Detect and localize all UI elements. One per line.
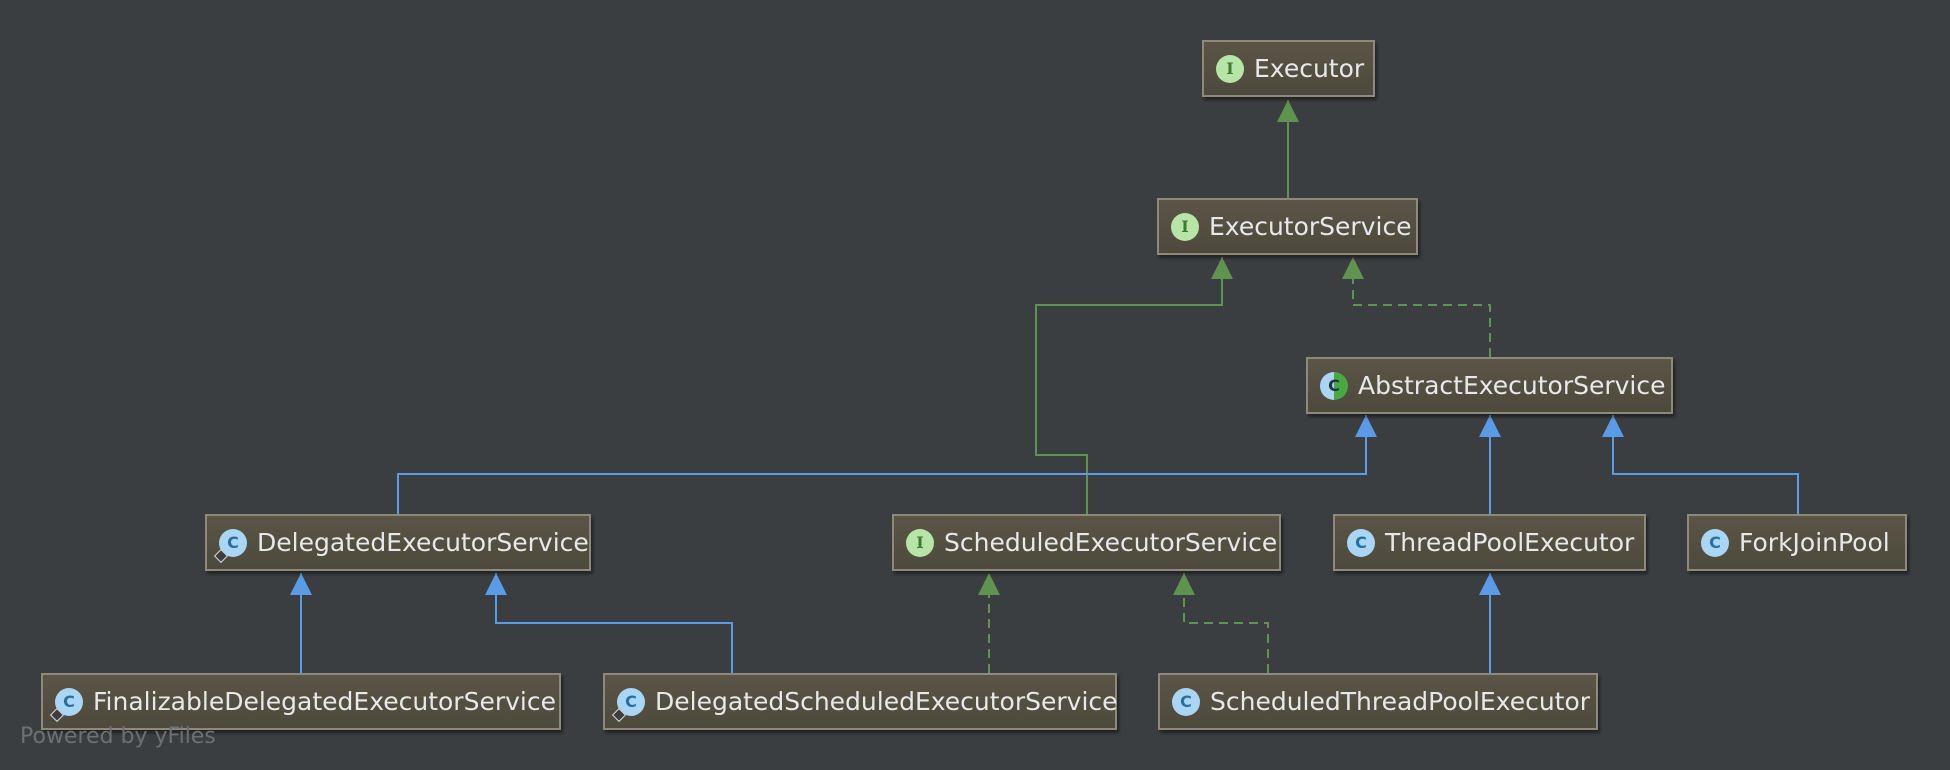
class-icon: C: [1347, 528, 1375, 557]
powered-by-footer: Powered by yFiles: [20, 724, 216, 749]
node-fork-join-pool[interactable]: C ForkJoinPool: [1687, 514, 1907, 571]
node-scheduled-executor-service[interactable]: I ScheduledExecutorService: [892, 514, 1281, 571]
interface-icon: I: [906, 528, 934, 557]
node-finalizable-delegated-executor-service[interactable]: C FinalizableDelegatedExecutorService: [41, 673, 561, 730]
edge-scheduledexecutorservice-executorservice: [1035, 257, 1233, 514]
edge-forkjoinpool-abstractexecutorservice: [1602, 415, 1799, 514]
node-scheduled-thread-pool-executor[interactable]: C ScheduledThreadPoolExecutor: [1158, 673, 1598, 730]
node-label: AbstractExecutorService: [1358, 371, 1666, 400]
node-label: ScheduledThreadPoolExecutor: [1210, 687, 1591, 716]
edge-delegatedexecutorservice-abstractexecutorservice: [397, 415, 1377, 514]
node-abstract-executor-service[interactable]: C AbstractExecutorService: [1306, 357, 1673, 414]
interface-icon: I: [1216, 54, 1244, 83]
node-thread-pool-executor[interactable]: C ThreadPoolExecutor: [1333, 514, 1646, 571]
node-label: ForkJoinPool: [1739, 528, 1890, 557]
class-icon: C: [1701, 528, 1729, 557]
node-label: Executor: [1254, 54, 1365, 83]
node-label: ExecutorService: [1209, 212, 1412, 241]
abstract-class-icon: C: [1320, 371, 1348, 400]
nested-class-icon: C: [611, 687, 645, 722]
node-delegated-executor-service[interactable]: C DelegatedExecutorService: [205, 514, 591, 571]
edge-delegatedscheduled-delegatedexecutorservice: [485, 573, 733, 673]
node-label: DelegatedScheduledExecutorService: [655, 687, 1118, 716]
node-delegated-scheduled-executor-service[interactable]: C DelegatedScheduledExecutorService: [603, 673, 1118, 730]
edge-scheduledthreadpool-scheduledexecutorservice: [1173, 573, 1269, 673]
node-label: DelegatedExecutorService: [257, 528, 589, 557]
node-executor[interactable]: I Executor: [1202, 40, 1375, 97]
node-label: ThreadPoolExecutor: [1385, 528, 1635, 557]
node-executor-service[interactable]: I ExecutorService: [1157, 198, 1418, 255]
edge-abstractexecutorservice-executorservice: [1342, 257, 1491, 357]
nested-class-icon: C: [213, 528, 247, 563]
nested-class-icon: C: [49, 687, 83, 722]
node-label: ScheduledExecutorService: [944, 528, 1278, 557]
node-label: FinalizableDelegatedExecutorService: [93, 687, 556, 716]
class-icon: C: [1172, 687, 1200, 716]
interface-icon: I: [1171, 212, 1199, 241]
